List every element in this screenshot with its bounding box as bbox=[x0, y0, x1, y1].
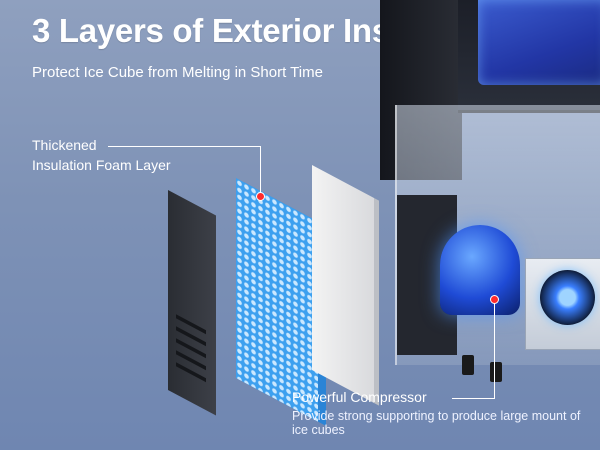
subheadline: Protect Ice Cube from Melting in Short T… bbox=[32, 64, 323, 81]
compressor-callout-title: Powerful Compressor bbox=[292, 389, 427, 405]
outer-metal-panel bbox=[168, 190, 216, 416]
foam-marker-dot bbox=[256, 192, 265, 201]
foam-callout-label: Thickened Insulation Foam Layer bbox=[32, 135, 171, 175]
compressor-callout-description: Provide strong supporting to produce lar… bbox=[292, 409, 581, 437]
compressor-leader-line bbox=[452, 398, 494, 399]
inner-liner-panel bbox=[312, 165, 379, 406]
compressor-icon bbox=[440, 225, 520, 315]
insulation-foam-layer bbox=[236, 178, 318, 422]
foam-callout-line1: Thickened bbox=[32, 137, 97, 153]
foam-callout-line2: Insulation Foam Layer bbox=[32, 157, 171, 173]
machine-foot bbox=[490, 362, 502, 382]
compressor-leader-line-vertical bbox=[494, 300, 495, 399]
foam-leader-line bbox=[108, 146, 260, 147]
compressor-marker-dot bbox=[490, 295, 499, 304]
machine-ice-storage bbox=[458, 0, 600, 113]
cooling-fan-icon bbox=[540, 270, 595, 325]
machine-viewing-window bbox=[478, 0, 600, 85]
machine-foot bbox=[462, 355, 474, 375]
foam-leader-line-vertical bbox=[260, 146, 261, 194]
